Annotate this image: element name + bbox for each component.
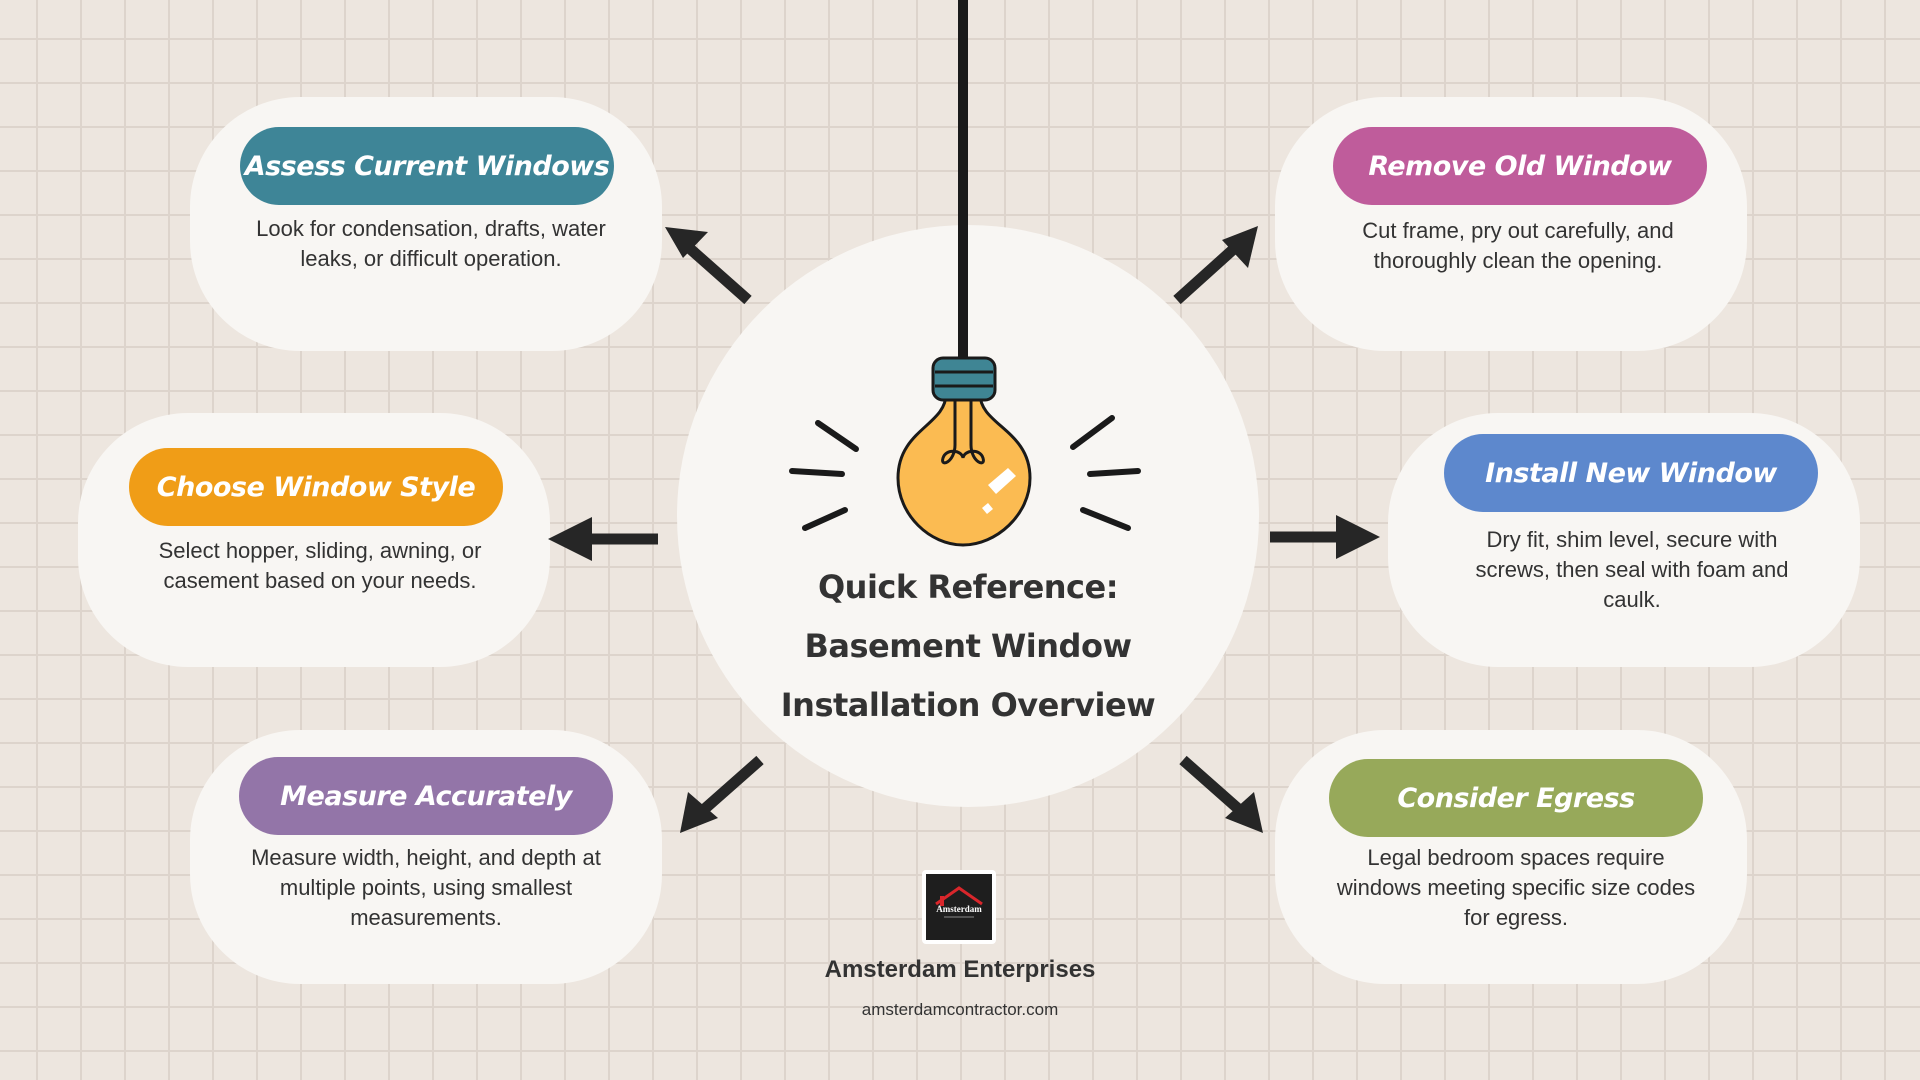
step-desc-install: Dry fit, shim level, secure with screws,… xyxy=(1475,527,1789,612)
logo-text: Amsterdam xyxy=(936,904,982,914)
light-rays xyxy=(789,415,1141,531)
arrow-to-egress xyxy=(1179,755,1263,833)
step-desc-egress: Legal bedroom spaces require windows mee… xyxy=(1336,845,1696,930)
step-title-assess: Assess Current Windows xyxy=(240,127,614,205)
step-title-egress: Consider Egress xyxy=(1329,759,1703,837)
step-desc-measure: Measure width, height, and depth at mult… xyxy=(251,845,601,930)
step-title-measure: Measure Accurately xyxy=(239,757,613,835)
arrow-to-measure xyxy=(680,755,764,833)
step-desc-remove: Cut frame, pry out carefully, and thorou… xyxy=(1362,218,1674,273)
center-title-line-3: Installation Overview xyxy=(780,686,1156,724)
step-title-remove: Remove Old Window xyxy=(1333,127,1707,205)
step-desc-choose: Select hopper, sliding, awning, or casem… xyxy=(158,538,482,593)
lightbulb-icon xyxy=(896,356,1032,547)
center-title: Quick Reference: Basement Window Install… xyxy=(740,558,1196,735)
brand-url[interactable]: amsterdamcontractor.com xyxy=(861,1000,1059,1019)
arrow-to-install xyxy=(1270,515,1380,559)
step-title-choose: Choose Window Style xyxy=(129,448,503,526)
brand-logo: Amsterdam xyxy=(922,870,996,944)
house-logo-icon: Amsterdam xyxy=(935,886,983,918)
arrow-to-remove xyxy=(1173,226,1258,305)
center-title-line-1: Quick Reference: xyxy=(817,568,1119,606)
center-title-line-2: Basement Window xyxy=(804,627,1133,665)
brand-name: Amsterdam Enterprises xyxy=(824,956,1096,983)
arrow-to-assess xyxy=(665,227,752,305)
step-desc-assess: Look for condensation, drafts, water lea… xyxy=(256,216,606,271)
arrow-to-choose xyxy=(548,517,658,561)
step-title-install: Install New Window xyxy=(1444,434,1818,512)
